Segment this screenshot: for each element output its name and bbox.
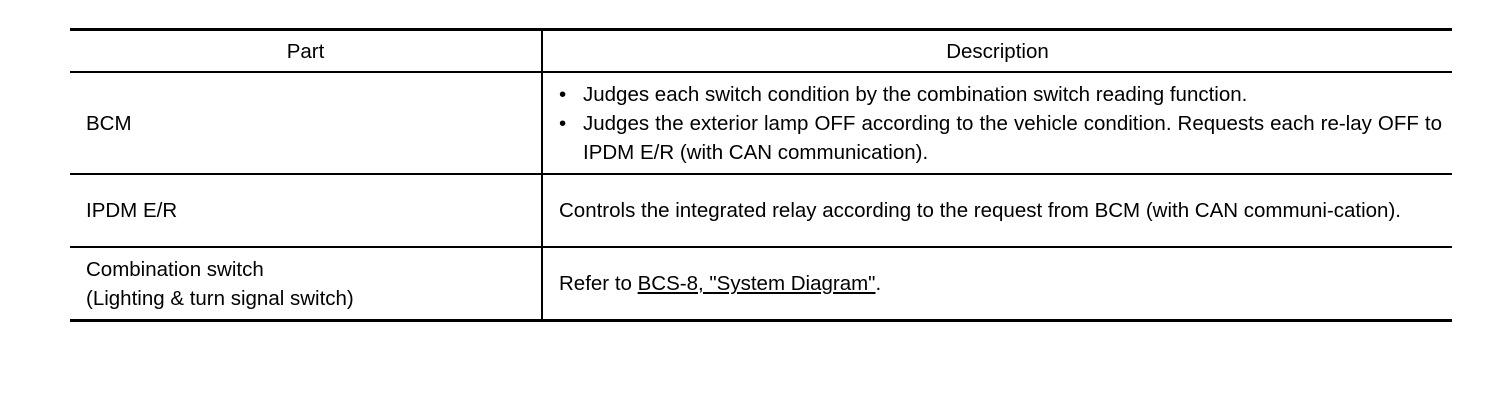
bullet-text: Judges each switch condition by the comb… (583, 82, 1248, 106)
system-diagram-link[interactable]: BCS-8, "System Diagram" (637, 272, 876, 295)
description-bullet-list: • Judges each switch condition by the co… (559, 80, 1442, 167)
table-row: BCM • Judges each switch condition by th… (70, 72, 1452, 175)
parts-description-table: Part Description BCM • Judges each switc… (70, 28, 1452, 322)
description-cell: • Judges each switch condition by the co… (541, 72, 1452, 175)
description-cell: Controls the integrated relay according … (541, 174, 1452, 248)
list-item: • Judges each switch condition by the co… (559, 80, 1442, 109)
list-item: • Judges the exterior lamp OFF according… (559, 109, 1442, 167)
part-name: Combination switch (86, 257, 264, 281)
part-cell: BCM (70, 72, 542, 175)
column-header-part: Part (70, 28, 542, 73)
part-name: IPDM E/R (86, 199, 178, 222)
table-header-row: Part Description (70, 28, 1452, 73)
part-cell: Combination switch (Lighting & turn sign… (70, 247, 542, 322)
bullet-icon: • (559, 82, 567, 106)
table-row: Combination switch (Lighting & turn sign… (70, 247, 1452, 322)
table-row: IPDM E/R Controls the integrated relay a… (70, 174, 1452, 248)
part-name: BCM (86, 111, 132, 135)
column-header-description: Description (541, 28, 1452, 73)
bullet-icon: • (559, 111, 567, 135)
description-cell: Refer to BCS-8, "System Diagram". (541, 247, 1452, 322)
description-prefix: Refer to (559, 272, 638, 295)
part-name-subtitle: (Lighting & turn signal switch) (86, 286, 354, 310)
description-text: Controls the integrated relay according … (559, 199, 1401, 222)
part-cell: IPDM E/R (70, 174, 542, 248)
bullet-text: Judges the exterior lamp OFF according t… (583, 111, 1442, 164)
description-suffix: . (875, 272, 882, 295)
